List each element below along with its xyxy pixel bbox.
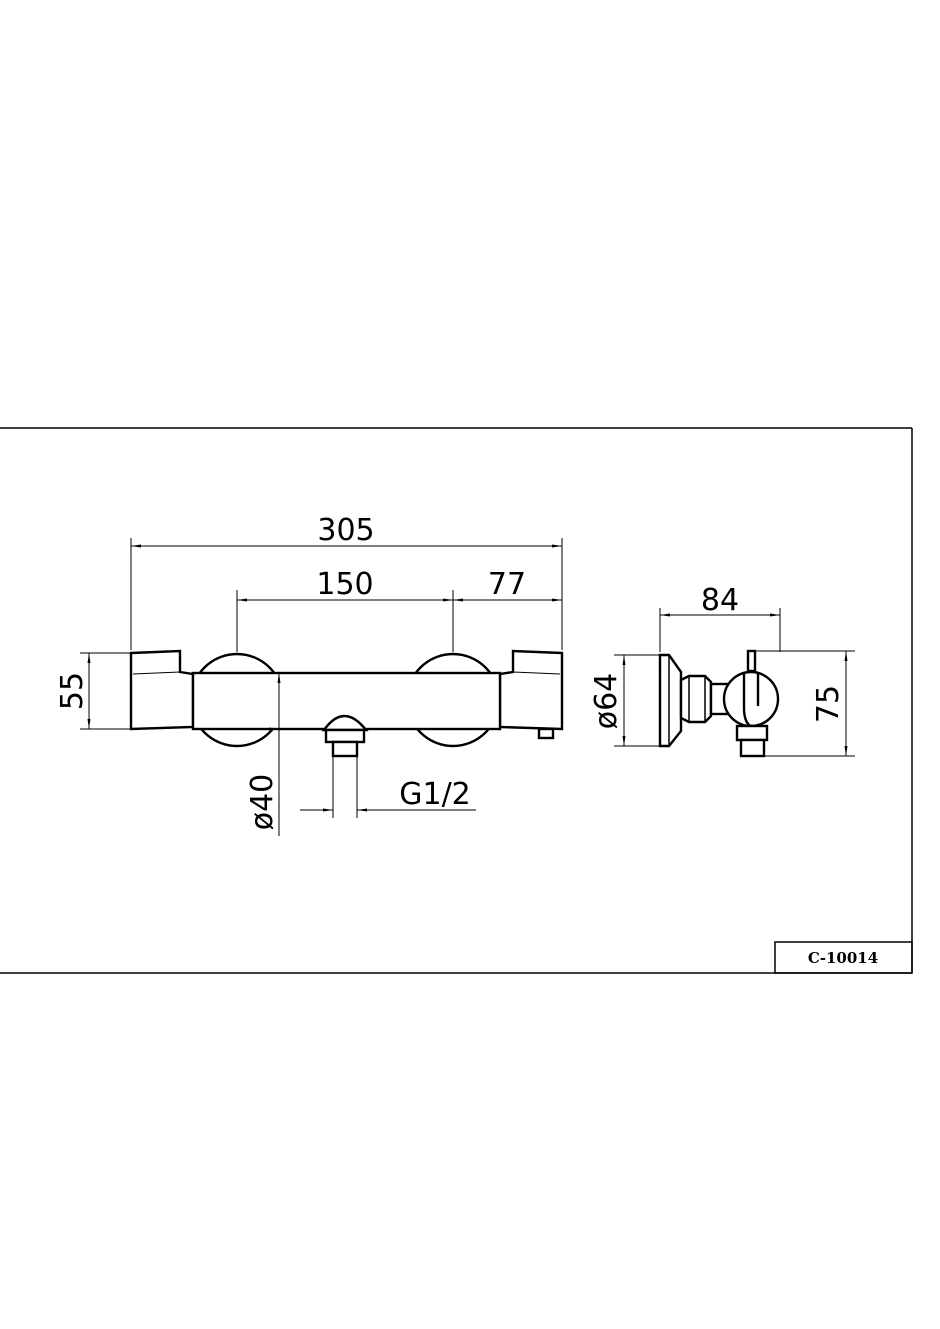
front-dimensions: 305 150 77 55 ø40 G1/2 xyxy=(55,513,563,836)
outlet-dome xyxy=(321,714,369,732)
dim-flange-diameter: ø64 xyxy=(589,673,624,730)
top-stem xyxy=(746,649,757,673)
dim-side-depth: 84 xyxy=(701,583,739,618)
dim-center-distance: 150 xyxy=(316,567,373,602)
dim-overall-width: 305 xyxy=(317,513,374,548)
right-pin xyxy=(537,727,555,740)
front-view xyxy=(129,649,564,758)
left-end-cap xyxy=(129,649,195,731)
right-end-cap xyxy=(498,649,564,731)
dim-end-offset: 77 xyxy=(488,567,526,602)
side-dimensions: 84 ø64 75 xyxy=(589,583,855,757)
side-view xyxy=(658,649,780,758)
outlet-pipe xyxy=(331,740,359,758)
dim-body-height: 55 xyxy=(55,672,90,710)
hex-nut xyxy=(679,674,713,724)
bottom-outlet-pipe xyxy=(739,738,766,758)
wall-flange xyxy=(658,653,683,748)
drawing-code: C-10014 xyxy=(808,949,878,967)
dim-knob-diameter: ø40 xyxy=(245,774,280,831)
bottom-outlet xyxy=(735,724,769,742)
title-block: C-10014 xyxy=(774,941,913,974)
dim-side-height: 75 xyxy=(811,685,846,723)
outlet-nut xyxy=(324,728,366,744)
drawing-frame xyxy=(0,427,913,974)
dim-outlet-thread: G1/2 xyxy=(399,777,471,812)
side-body-circle xyxy=(722,670,780,728)
